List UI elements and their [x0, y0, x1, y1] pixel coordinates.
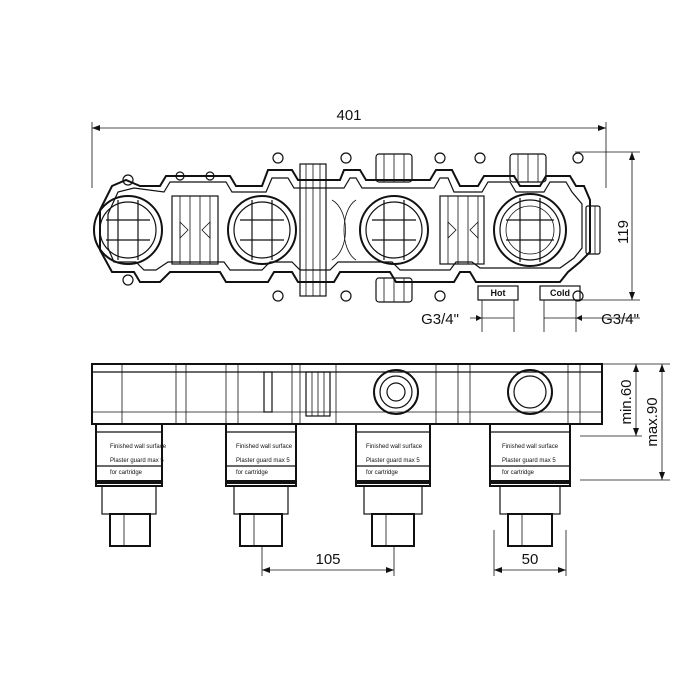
valve-1-top: [93, 174, 163, 286]
cartridge-2-text-3: for cartridge: [236, 470, 269, 476]
cartridge-3-text-3: for cartridge: [366, 470, 399, 476]
cold-label: Cold: [550, 288, 570, 298]
inlet-hot-thread-label: G3/4": [421, 311, 459, 328]
cartridge-2-text-2: Plaster guard max 5: [236, 458, 290, 464]
inlet-ports: Hot Cold G3/4" G3/4": [421, 285, 640, 332]
top-nuts: [375, 153, 601, 303]
front-inlet-hot: [373, 369, 419, 415]
manifold-body-front: [91, 363, 603, 425]
overall-width-dimension: 401: [91, 107, 607, 188]
small-width-label: 50: [522, 551, 539, 568]
spacing-label: 105: [315, 551, 340, 568]
mounting-holes: [175, 152, 584, 302]
cartridge-4-text-2: Plaster guard max 5: [502, 458, 556, 464]
spacing-dimension: 105: [261, 546, 395, 576]
manifold-body-top: [99, 169, 591, 283]
small-width-dimension: 50: [493, 530, 567, 576]
cartridge-1-text-3: for cartridge: [110, 470, 143, 476]
overall-width-label: 401: [336, 107, 361, 124]
cartridge-1-text-1: Finished wall surface: [110, 444, 167, 450]
cartridge-4: Finished wall surface Plaster guard max …: [489, 424, 571, 547]
cartridge-2-text-1: Finished wall surface: [236, 444, 293, 450]
front-inlet-cold: [507, 369, 553, 415]
cartridge-1-text-2: Plaster guard max 5: [110, 458, 164, 464]
valve-4-top: [493, 193, 567, 267]
inlet-cold-thread-label: G3/4": [601, 311, 639, 328]
hot-label: Hot: [491, 288, 506, 298]
height-label: 119: [615, 220, 632, 244]
cartridge-3-text-1: Finished wall surface: [366, 444, 423, 450]
valve-2-top: [227, 195, 297, 265]
connector-blocks: [171, 163, 485, 297]
cartridge-1: Finished wall surface Plaster guard max …: [95, 424, 167, 547]
cartridge-2: Finished wall surface Plaster guard max …: [225, 424, 297, 547]
depth-min-label: min.60: [618, 379, 635, 424]
front-view: Finished wall surface Plaster guard max …: [91, 363, 670, 576]
cartridge-4-text-3: for cartridge: [502, 470, 535, 476]
depth-max-label: max.90: [644, 397, 661, 446]
top-view: 401 119: [91, 107, 640, 332]
height-dimension: 119: [575, 151, 640, 301]
depth-dimensions: min.60 max.90: [580, 363, 670, 481]
cartridge-4-text-1: Finished wall surface: [502, 444, 559, 450]
cartridge-3-text-2: Plaster guard max 5: [366, 458, 420, 464]
valve-3-top: [359, 195, 429, 265]
cartridge-3: Finished wall surface Plaster guard max …: [355, 424, 431, 547]
